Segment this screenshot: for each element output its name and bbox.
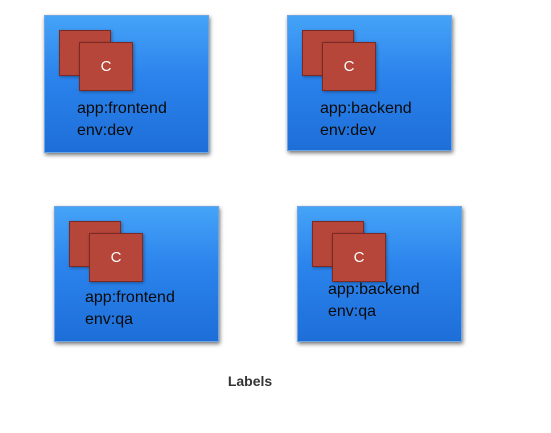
container-front: C (332, 233, 386, 282)
label-app: app:frontend (77, 100, 167, 117)
pod-frontend-qa: C app:frontend env:qa (54, 206, 219, 342)
pod-labels: app:frontend env:dev (77, 98, 167, 142)
container-front: C (79, 42, 133, 91)
label-app: app:backend (328, 281, 420, 298)
label-app: app:frontend (85, 289, 175, 306)
figure-caption: Labels (227, 373, 273, 389)
label-app: app:backend (320, 100, 412, 117)
container-front: C (89, 233, 143, 282)
container-front: C (322, 42, 376, 91)
label-env: env:qa (85, 311, 134, 328)
label-env: env:dev (77, 122, 134, 139)
pod-backend-qa: C app:backend env:qa (297, 206, 462, 342)
pod-frontend-dev: C app:frontend env:dev (44, 15, 209, 153)
pod-labels: app:frontend env:qa (85, 287, 175, 331)
label-env: env:dev (320, 122, 377, 139)
pod-labels: app:backend env:dev (320, 98, 412, 142)
pod-labels: app:backend env:qa (328, 279, 420, 323)
label-env: env:qa (328, 303, 377, 320)
pod-backend-dev: C app:backend env:dev (287, 15, 452, 151)
